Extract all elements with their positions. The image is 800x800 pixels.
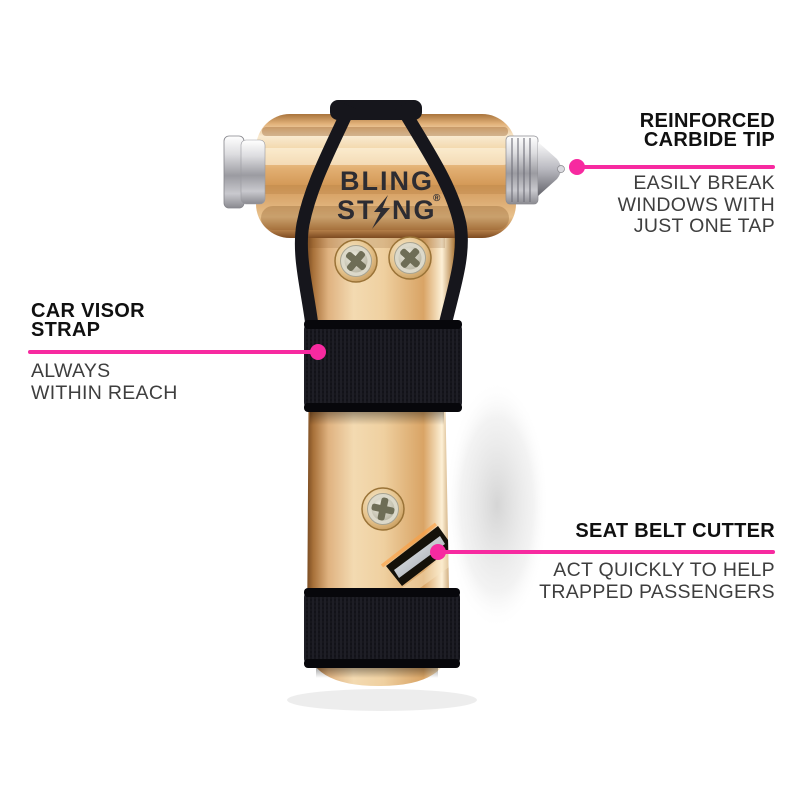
leader-dot-visor-strap — [310, 344, 326, 360]
brand-logo: BLING ST NG ® — [337, 166, 441, 229]
screw-top-left — [334, 239, 378, 283]
lightning-bolt-icon — [372, 195, 390, 229]
leader-line-seat-belt-cutter — [438, 550, 775, 554]
tip-cone — [538, 142, 561, 196]
callout-desc-seat-belt-cutter: ACT QUICKLY TO HELP TRAPPED PASSENGERS — [539, 559, 775, 603]
band-top-hem — [304, 588, 460, 597]
callout-title-visor-strap: CAR VISOR STRAP — [31, 300, 145, 341]
top-strap-loop — [294, 100, 468, 336]
cutter-rim-glow — [380, 522, 438, 568]
callout-desc-visor-strap: ALWAYS WITHIN REACH — [31, 360, 178, 404]
seatbelt-cutter-notch — [380, 522, 456, 598]
logo-line2-start: ST — [337, 195, 376, 225]
logo-line2-end: NG — [392, 195, 437, 225]
screw-top-right — [388, 236, 432, 280]
logo-line1: BLING — [340, 166, 434, 196]
bottom-strap-band — [304, 588, 460, 678]
leader-line-visor-strap — [28, 350, 318, 354]
screw-lower — [361, 487, 405, 531]
band-bottom-hem — [304, 659, 460, 668]
chrome-end-cap — [223, 135, 266, 209]
visor-strap-band — [304, 320, 462, 425]
leader-dot-carbide-tip — [569, 159, 585, 175]
band-shadow — [310, 412, 444, 425]
strap-left-band — [294, 103, 356, 335]
callout-title-seat-belt-cutter: SEAT BELT CUTTER — [575, 520, 775, 542]
registered-mark: ® — [433, 193, 441, 204]
leader-line-carbide-tip — [577, 165, 775, 169]
band-bottom-hem — [304, 403, 462, 412]
leader-dot-seat-belt-cutter — [430, 544, 446, 560]
callout-desc-carbide-tip: EASILY BREAK WINDOWS WITH JUST ONE TAP — [617, 172, 775, 237]
tip-collar — [505, 135, 539, 205]
cutter-lower-jaw-highlight — [402, 550, 456, 598]
band-shadow — [316, 668, 438, 678]
callout-title-carbide-tip: REINFORCED CARBIDE TIP — [639, 110, 775, 151]
tip-collar-ridges — [511, 138, 531, 202]
cast-shadows — [287, 380, 549, 711]
carbide-tip — [505, 135, 565, 205]
tip-point — [557, 165, 565, 173]
band-top-hem — [304, 320, 462, 329]
strap-right-band — [395, 102, 468, 336]
